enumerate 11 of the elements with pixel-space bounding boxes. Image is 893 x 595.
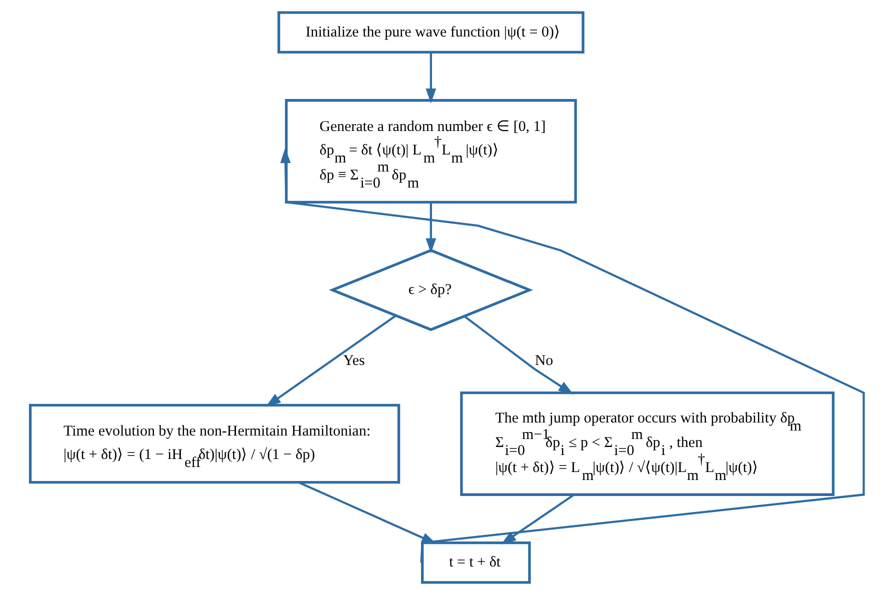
edge-label: Yes bbox=[342, 353, 364, 370]
node-box: t = t + δt bbox=[420, 541, 530, 584]
arrow bbox=[265, 314, 396, 407]
arrow bbox=[463, 315, 573, 394]
node-diamond: ϵ > δp? bbox=[328, 248, 533, 332]
arrow bbox=[500, 494, 574, 544]
node-box: Initialize the pure wave function |ψ(t = 0)⟩ bbox=[276, 11, 584, 54]
edge-label: No bbox=[534, 353, 553, 370]
arrow bbox=[425, 52, 436, 104]
arrow bbox=[280, 148, 864, 563]
arrow bbox=[425, 202, 436, 254]
